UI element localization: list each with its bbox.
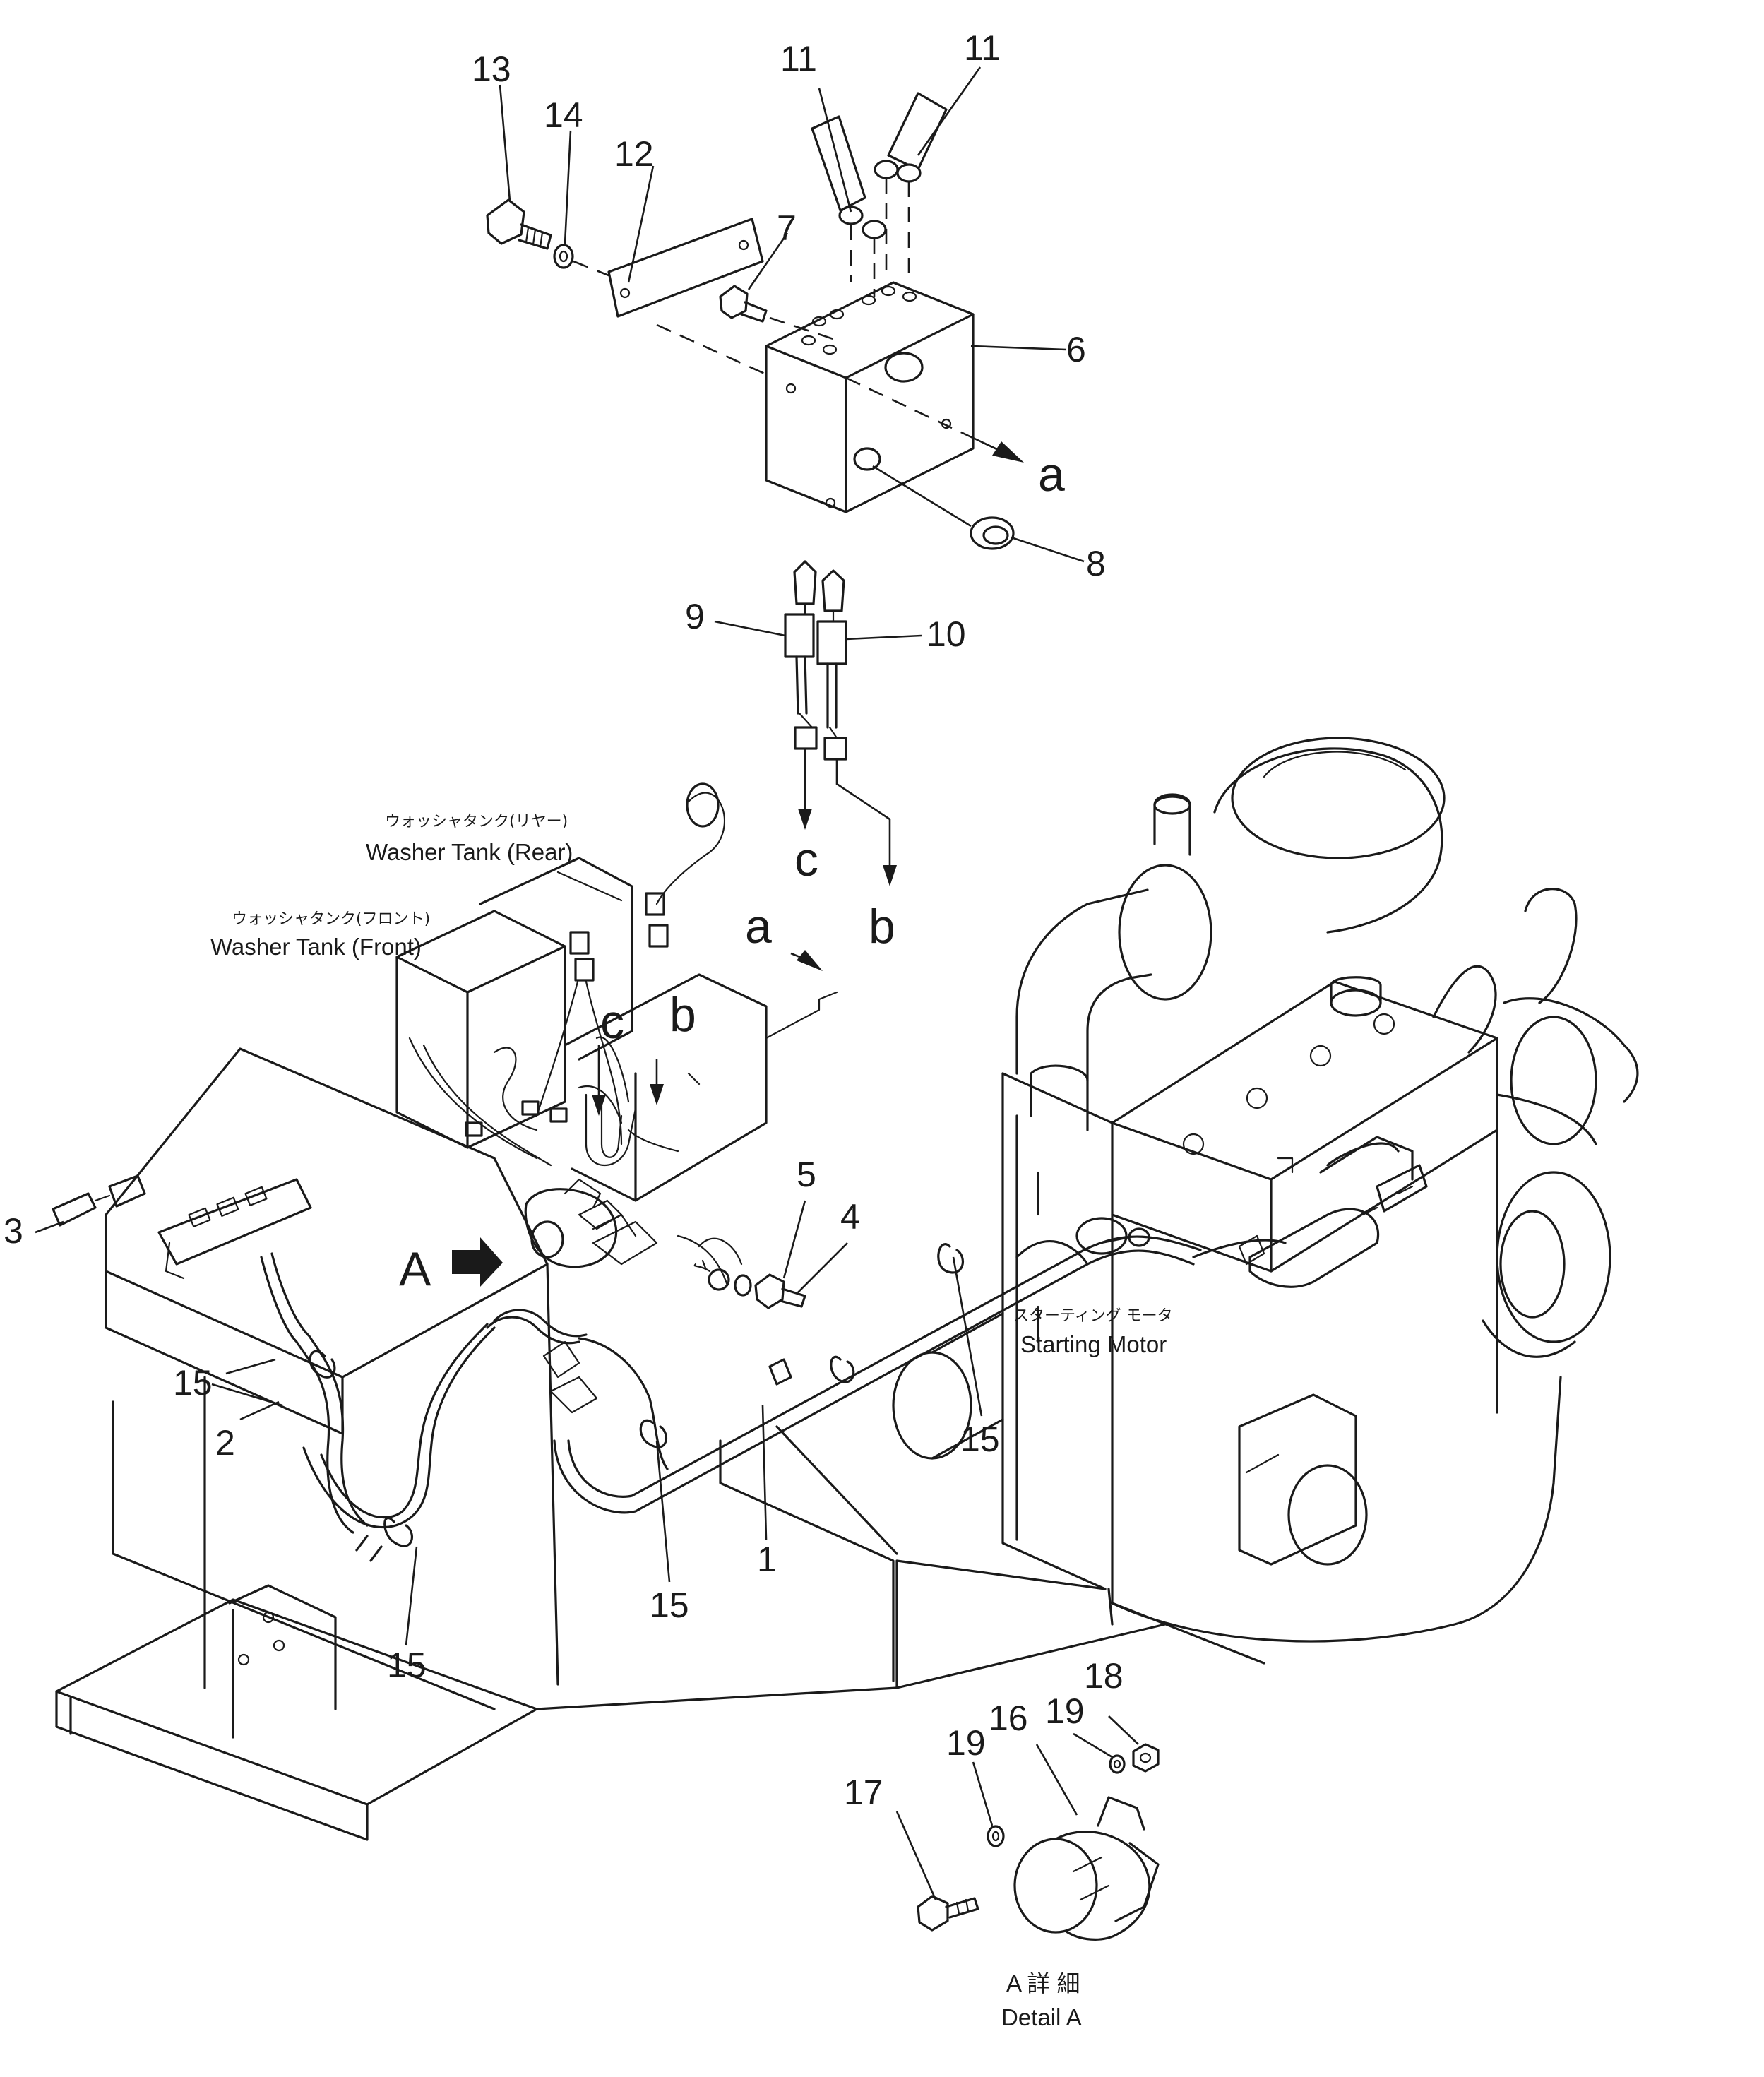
callout-10: 10 <box>926 614 966 654</box>
callout-15-bottom-left: 15 <box>387 1645 427 1685</box>
text-labels: ウォッシャタンク(リヤー) Washer Tank (Rear) ウォッシャタン… <box>210 813 1173 2030</box>
callout-9: 9 <box>685 597 705 636</box>
callout-5: 5 <box>797 1155 816 1194</box>
switch-box-assembly <box>486 92 1085 563</box>
connection-b-lower: b <box>669 988 696 1042</box>
callout-8: 8 <box>1086 544 1106 583</box>
callout-11-left: 11 <box>780 39 817 78</box>
operator-console <box>52 1047 559 1841</box>
callout-12: 12 <box>614 134 654 174</box>
plug-parts <box>811 92 948 297</box>
detail-a-en: Detail A <box>1001 2004 1082 2030</box>
engine <box>535 737 1639 1710</box>
connection-letters: a c b a c b A <box>399 448 1065 1296</box>
leader-lines <box>35 66 1139 1900</box>
callout-6: 6 <box>1066 330 1086 369</box>
connection-a-lower: a <box>745 900 772 953</box>
callout-18: 18 <box>1084 1656 1124 1696</box>
detail-a-marker: A <box>399 1242 431 1296</box>
callout-3: 3 <box>4 1211 23 1251</box>
washer-tank-rear-jp: ウォッシャタンク(リヤー) <box>385 813 568 831</box>
connection-c-lower: c <box>600 995 624 1049</box>
detail-a-view <box>917 1743 1160 1941</box>
callout-1: 1 <box>757 1540 777 1579</box>
switch-parts <box>714 560 922 886</box>
washer-tank-front-jp: ウォッシャタンク(フロント) <box>232 910 430 928</box>
callout-numbers: 13 14 12 11 11 7 6 8 9 10 5 4 3 15 2 15 … <box>4 28 1124 1812</box>
callout-7: 7 <box>777 208 797 248</box>
callout-11-right: 11 <box>964 28 1001 68</box>
starting-motor-en: Starting Motor <box>1020 1331 1167 1357</box>
washer-tanks <box>395 782 838 1202</box>
callout-15-bottom-mid: 15 <box>650 1585 689 1625</box>
washer-tank-front-en: Washer Tank (Front) <box>210 934 422 960</box>
washer-tank-rear-en: Washer Tank (Rear) <box>366 839 573 865</box>
wiring-harness <box>260 1199 1287 1562</box>
callout-13: 13 <box>472 49 511 89</box>
callout-16: 16 <box>989 1698 1028 1738</box>
detail-a-jp: A 詳 細 <box>1006 1970 1080 1996</box>
callout-19-left: 19 <box>946 1723 986 1763</box>
callout-14: 14 <box>544 95 583 135</box>
connection-c-top: c <box>794 833 818 886</box>
callout-2: 2 <box>215 1423 235 1463</box>
callout-17: 17 <box>844 1773 883 1812</box>
starting-motor-jp: スターティング モータ <box>1013 1307 1173 1325</box>
connection-a-top: a <box>1038 448 1065 501</box>
callout-4: 4 <box>840 1197 860 1237</box>
connection-b-top: b <box>869 900 895 953</box>
callout-19-right: 19 <box>1045 1691 1085 1731</box>
callout-15-left: 15 <box>173 1363 213 1403</box>
detail-a-part <box>524 1178 806 1309</box>
callout-15-right: 15 <box>960 1420 1000 1459</box>
